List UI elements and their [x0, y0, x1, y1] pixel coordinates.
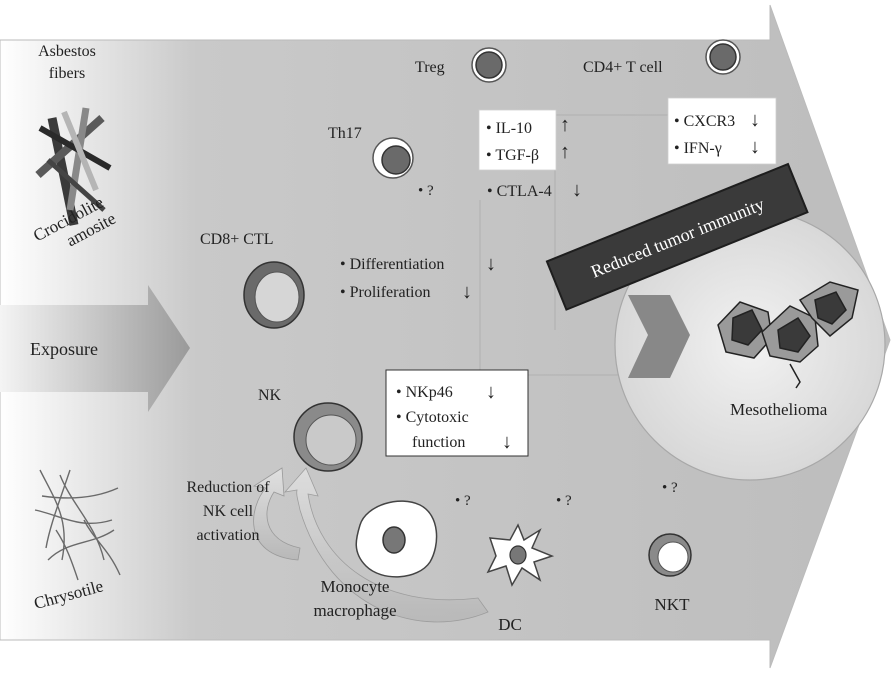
differentiation-text: • Differentiation [340, 256, 444, 273]
th17-label: Th17 [328, 125, 362, 142]
exposure-arrow: Exposure [0, 285, 190, 412]
tgfb-up-arrow: ↑ [560, 141, 570, 163]
cytotoxic-text: • Cytotoxic [396, 409, 469, 426]
cd8-cell [243, 261, 305, 329]
th17-cell [372, 137, 414, 179]
nk-cell [293, 402, 363, 472]
outcome-chevron [628, 295, 690, 378]
mesothelioma-label: Mesothelioma [730, 400, 828, 419]
crocidolite-fiber-icon [35, 107, 112, 226]
exposure-label: Exposure [30, 339, 98, 359]
macrophage-label: macrophage [313, 601, 396, 620]
nkp46-text: • NKp46 [396, 384, 453, 401]
proliferation-down-arrow: ↓ [462, 281, 472, 303]
monocyte-macrophage-cell [355, 500, 438, 578]
nk-effects-box: • NKp46 ↓ • Cytotoxic function ↓ [385, 369, 529, 457]
il10-up-arrow: ↑ [560, 114, 570, 136]
ifng-text: • IFN-γ [674, 140, 722, 157]
il10-text: • IL-10 [486, 120, 532, 137]
treg-label: Treg [415, 59, 445, 76]
cd8-label: CD8+ CTL [200, 231, 273, 248]
nkt-question: • ? [662, 480, 678, 496]
function-text: function [412, 434, 465, 451]
dendritic-cell [486, 523, 555, 587]
asbestos-title-line2: fibers [49, 65, 85, 82]
cxcr3-down-arrow: ↓ [750, 109, 760, 131]
nk-label: NK [258, 387, 282, 404]
dc-question: • ? [556, 493, 572, 509]
cd4-effects-box: • CXCR3 • IFN-γ ↓ ↓ [667, 97, 777, 165]
cytotoxic-down-arrow: ↓ [502, 431, 512, 453]
ifng-down-arrow: ↓ [750, 136, 760, 158]
big-process-arrow [0, 4, 891, 669]
nkp46-down-arrow: ↓ [486, 381, 496, 403]
proliferation-text: • Proliferation [340, 284, 430, 301]
th17-question: • ? [418, 183, 434, 199]
ctla4-down-arrow: ↓ [572, 179, 582, 201]
nkt-label: NKT [655, 595, 691, 614]
reduction-line1: Reduction of [186, 479, 270, 496]
tumor-cells-icon [717, 281, 859, 389]
tgfb-text: • TGF-β [486, 147, 539, 164]
reduction-line2: NK cell [203, 503, 254, 520]
cxcr3-text: • CXCR3 [674, 113, 735, 130]
monocyte-question: • ? [455, 493, 471, 509]
dc-label: DC [498, 615, 522, 634]
asbestos-title-line1: Asbestos [38, 43, 96, 60]
reduction-line3: activation [196, 527, 259, 544]
differentiation-down-arrow: ↓ [486, 253, 496, 275]
nkt-cell [648, 533, 692, 577]
nk-activation-curved-arrows [252, 467, 489, 623]
cd4-t-cell [705, 39, 741, 75]
treg-cell [471, 47, 507, 83]
cd4-label: CD4+ T cell [583, 59, 663, 76]
monocyte-label: Monocyte [321, 577, 390, 596]
chrysotile-fiber-icon [34, 469, 121, 581]
ctla4-text: • CTLA-4 [487, 183, 552, 200]
treg-effects-box: • IL-10 • TGF-β [478, 109, 557, 171]
